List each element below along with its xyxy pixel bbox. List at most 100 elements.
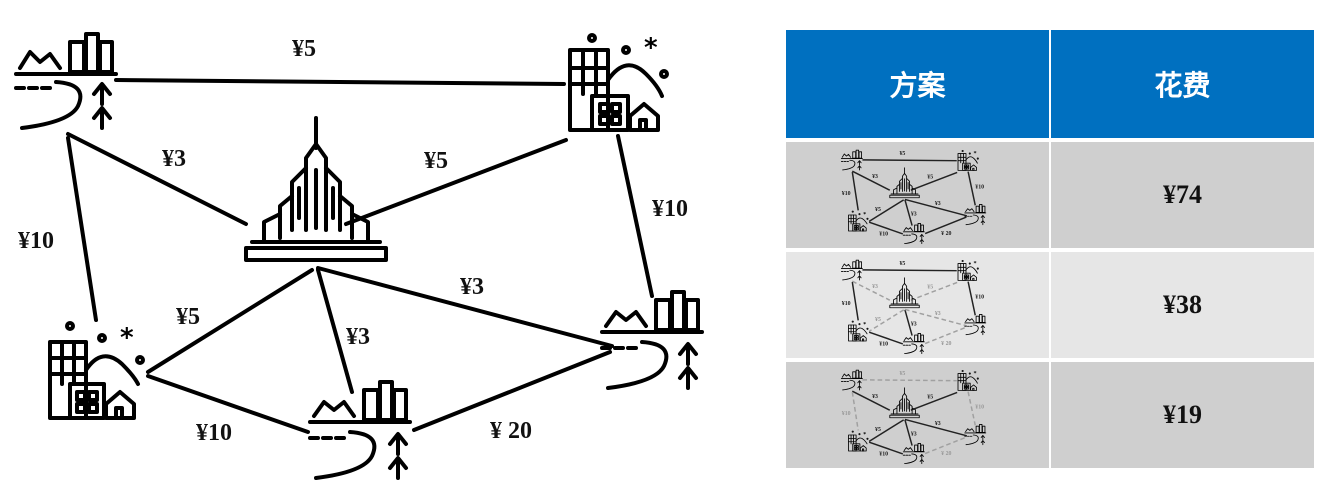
- thumbnail-edge: [910, 281, 957, 301]
- thumbnail-edge: [910, 391, 957, 411]
- edge-cost-label: ¥ 20: [490, 418, 532, 444]
- thumbnail-edge-label: ¥3: [934, 201, 940, 207]
- city-mountain-icon: *: [847, 210, 869, 232]
- edge-line: [66, 136, 98, 322]
- thumbnail-edge-label: ¥3: [872, 174, 878, 180]
- city-road-icon: [840, 259, 863, 281]
- thumbnail-edge-label: ¥10: [841, 191, 850, 197]
- thumbnail-edge: [903, 419, 913, 446]
- thumbnail-edge-label: ¥10: [879, 232, 888, 238]
- city-road-icon: [14, 32, 118, 130]
- header-scheme: 方案: [786, 30, 1051, 140]
- skyscraper-icon: [888, 387, 920, 419]
- thumbnail-edge: [868, 221, 903, 235]
- thumbnail-edge-label: ¥10: [841, 411, 850, 417]
- thumbnail-edge-label: ¥5: [927, 284, 933, 290]
- scheme-thumbnail: ¥5 ¥3 ¥5 ¥10 ¥10 ¥5 ¥3 ¥3 ¥10 ¥ 20 *: [840, 259, 986, 355]
- svg-text:*: *: [863, 322, 866, 328]
- edge-line: [316, 266, 614, 348]
- city-road-icon: [963, 204, 986, 226]
- cost-cell: ¥38: [1050, 248, 1314, 360]
- thumbnail-edge: [904, 418, 967, 437]
- city-road-icon: [840, 149, 863, 171]
- city-mountain-icon: *: [48, 321, 145, 420]
- thumbnail-edge: [868, 309, 904, 332]
- thumbnail-edge: [868, 331, 903, 345]
- thumbnail-edge: [904, 308, 967, 327]
- table-header-row: 方案 花费: [786, 30, 1314, 140]
- thumbnail-edge-label: ¥3: [910, 321, 916, 327]
- city-mountain-icon: *: [847, 430, 869, 452]
- svg-text:*: *: [973, 151, 976, 157]
- thumbnail-edge: [904, 198, 967, 217]
- city-road-icon: [902, 223, 925, 245]
- thumbnail-edge-label: ¥5: [899, 151, 905, 157]
- svg-text:*: *: [973, 261, 976, 267]
- city-mountain-icon: *: [957, 259, 979, 281]
- edge-line: [66, 132, 248, 226]
- thumbnail-edge: [966, 281, 976, 316]
- thumbnail-edge-label: ¥10: [975, 294, 984, 300]
- thumbnail-edge-label: ¥5: [927, 394, 933, 400]
- thumbnail-edge-label: ¥5: [899, 371, 905, 377]
- thumbnail-edge: [851, 170, 890, 191]
- thumbnail-edge-label: ¥10: [975, 184, 984, 190]
- cost-table: 方案 花费 ¥5 ¥3 ¥5 ¥10 ¥10 ¥5 ¥3 ¥3 ¥10 ¥ 20 *: [786, 30, 1314, 468]
- thumbnail-edge-label: ¥3: [934, 421, 940, 427]
- edge-line: [616, 134, 654, 298]
- edge-line: [146, 268, 314, 374]
- city-road-icon: [902, 443, 925, 465]
- thumbnail-edge-label: ¥10: [975, 404, 984, 410]
- svg-text:*: *: [863, 212, 866, 218]
- city-road-icon: [902, 333, 925, 355]
- thumbnail-edge-label: ¥3: [872, 394, 878, 400]
- thumbnail-edge-label: ¥5: [927, 174, 933, 180]
- thumbnail-edge: [851, 171, 859, 211]
- thumbnail-edge-label: ¥3: [910, 211, 916, 217]
- edge-cost-label: ¥10: [652, 196, 688, 222]
- thumbnail-edge: [851, 281, 859, 321]
- thumbnail-edge: [903, 309, 913, 336]
- edge-line: [146, 374, 310, 434]
- edge-cost-label: ¥3: [346, 324, 370, 350]
- scheme-thumbnail-cell: ¥5 ¥3 ¥5 ¥10 ¥10 ¥5 ¥3 ¥3 ¥10 ¥ 20 *: [786, 248, 1051, 360]
- thumbnail-edge: [903, 199, 913, 226]
- thumbnail-edge-label: ¥ 20: [941, 231, 951, 237]
- scheme-thumbnail-cell: ¥5¥3¥5¥10¥10¥5¥3¥3¥10¥ 20 *: [786, 358, 1051, 468]
- thumbnail-edge-label: ¥5: [875, 317, 881, 323]
- city-road-icon: [600, 290, 704, 390]
- svg-text:*: *: [644, 33, 658, 63]
- thumbnail-edge: [868, 419, 904, 442]
- svg-text:*: *: [973, 371, 976, 377]
- thumbnail-edge-label: ¥10: [879, 342, 888, 348]
- edge-cost-label: ¥3: [162, 146, 186, 172]
- thumbnail-edge-label: ¥ 20: [941, 341, 951, 347]
- city-road-icon: [963, 314, 986, 336]
- thumbnail-edge-label: ¥10: [841, 301, 850, 307]
- scheme-thumbnail: ¥5 ¥3 ¥5 ¥10 ¥10 ¥5 ¥3 ¥3 ¥10 ¥ 20 *: [840, 149, 986, 245]
- thumbnail-edge-label: ¥5: [875, 207, 881, 213]
- edge-line: [344, 138, 568, 226]
- thumbnail-edge: [924, 216, 967, 235]
- city-road-icon: [308, 380, 412, 480]
- edge-cost-label: ¥5: [424, 148, 448, 174]
- edge-line: [114, 78, 566, 86]
- table-row: ¥5 ¥3 ¥5 ¥10 ¥10 ¥5 ¥3 ¥3 ¥10 ¥ 20 *: [786, 138, 1314, 250]
- cost-cell: ¥74: [1050, 138, 1314, 250]
- thumbnail-edge: [861, 159, 957, 162]
- thumbnail-edge-label: ¥10: [879, 452, 888, 458]
- thumbnail-edge-label: ¥5: [875, 427, 881, 433]
- thumbnail-edge: [861, 269, 957, 272]
- network-diagram: *: [14, 32, 704, 480]
- thumbnail-edge-label: ¥3: [872, 284, 878, 290]
- thumbnail-edge: [868, 199, 904, 222]
- cost-cell: ¥19: [1050, 358, 1314, 468]
- thumbnail-edge: [851, 390, 890, 411]
- city-mountain-icon: *: [957, 149, 979, 171]
- thumbnail-edge-label: ¥5: [899, 261, 905, 267]
- thumbnail-edge-label: ¥3: [934, 311, 940, 317]
- thumbnail-edge: [851, 391, 859, 431]
- city-mountain-icon: *: [568, 33, 669, 132]
- city-mountain-icon: *: [957, 369, 979, 391]
- thumbnail-edge: [910, 171, 957, 191]
